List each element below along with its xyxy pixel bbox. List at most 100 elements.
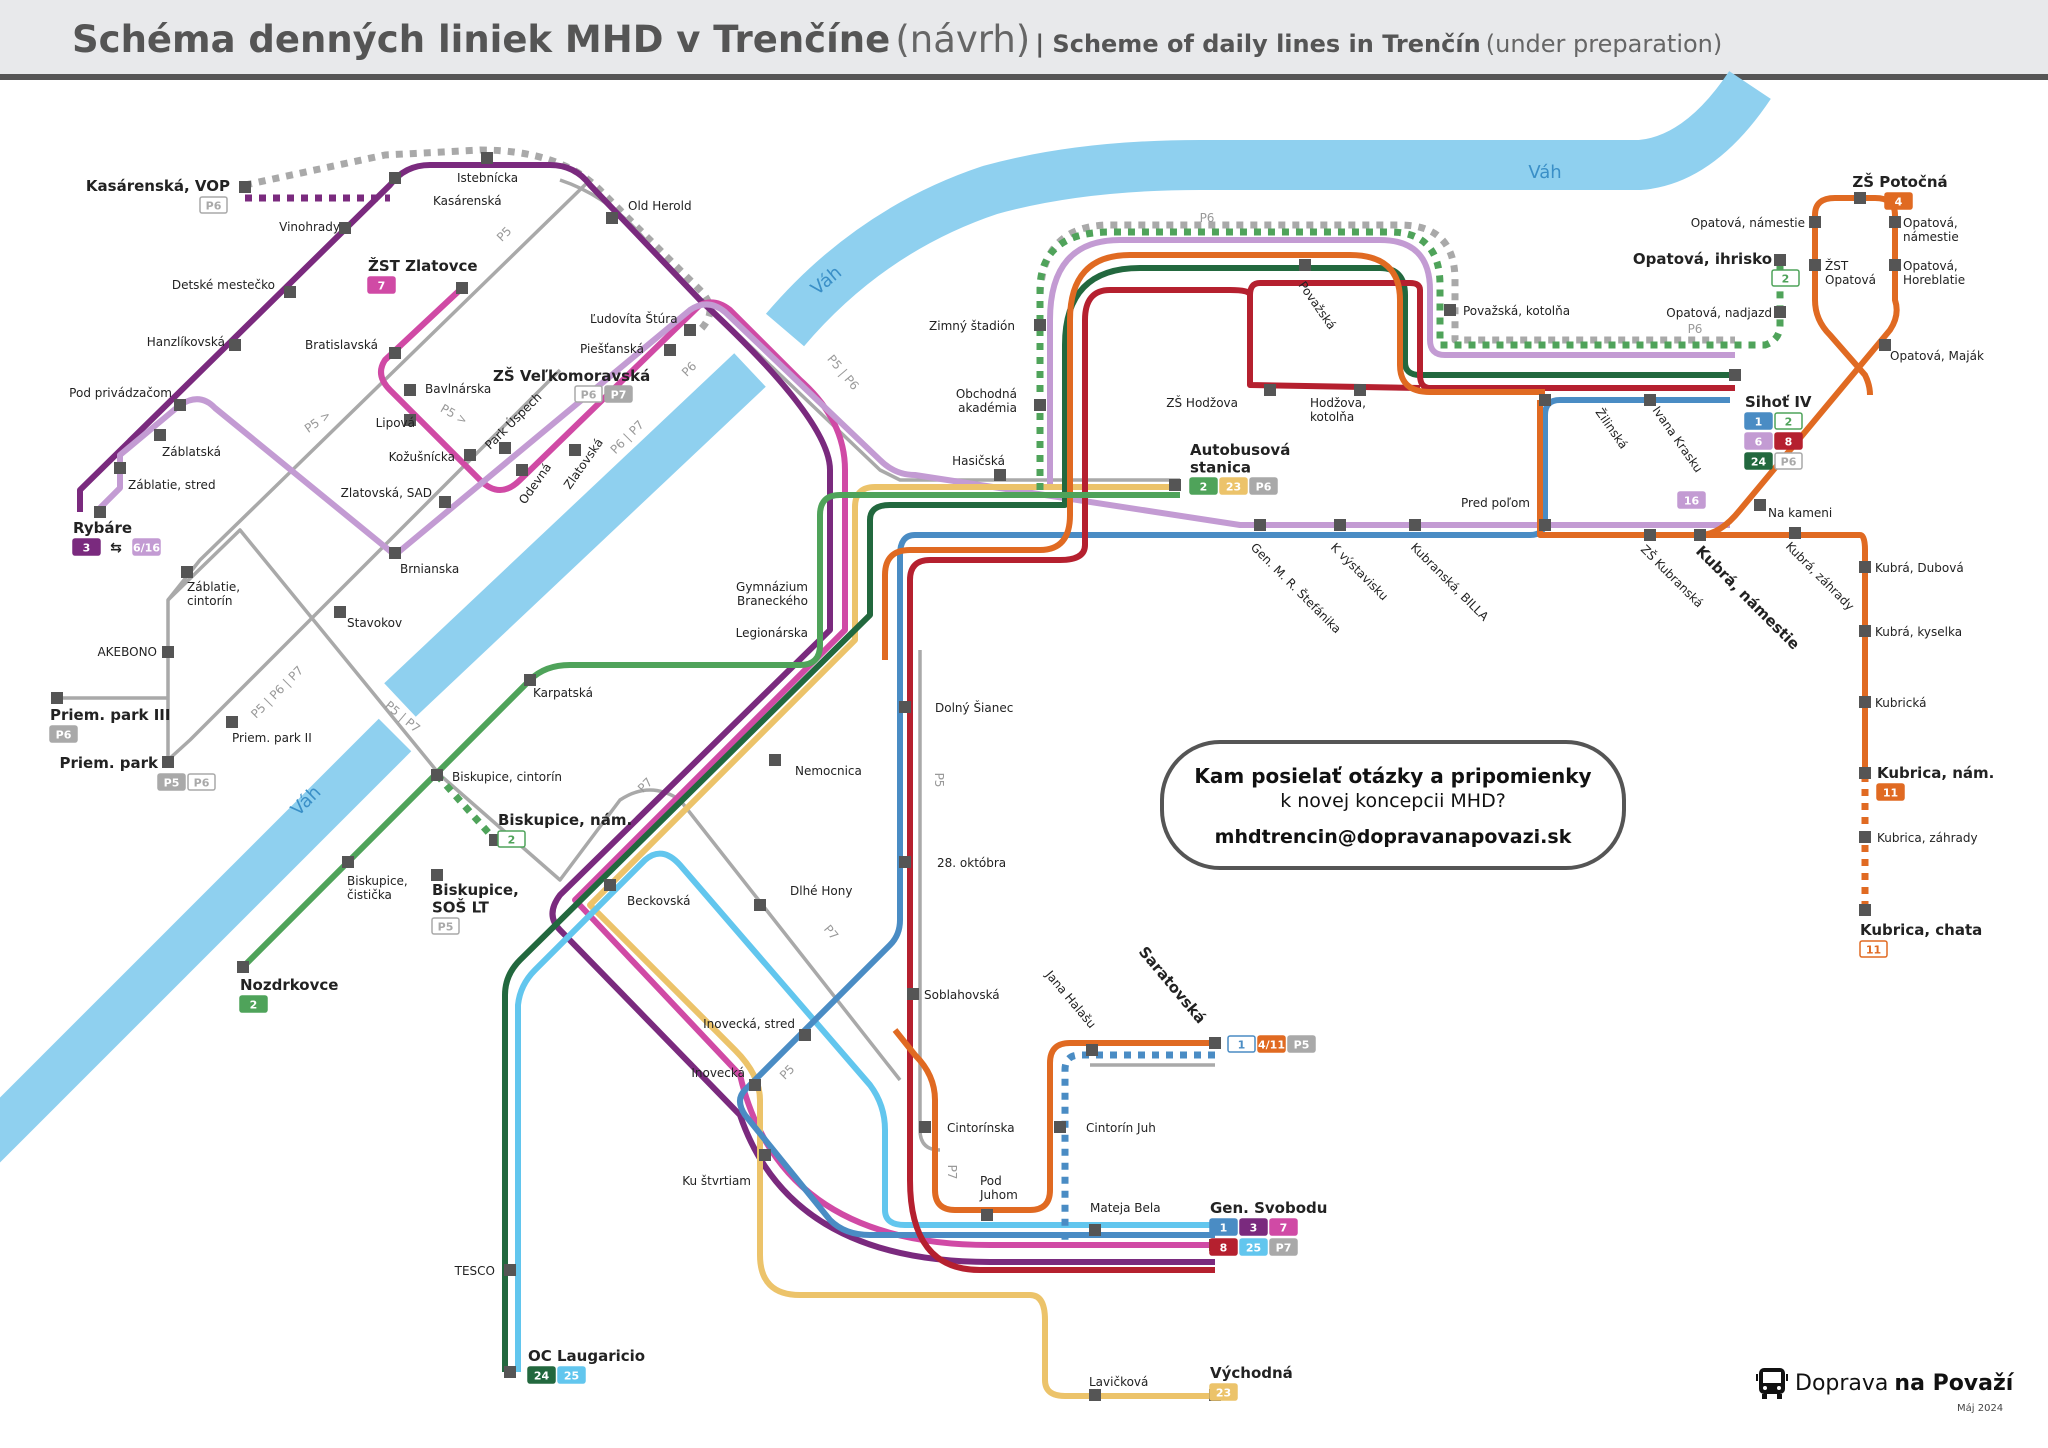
station[interactable]: Soblahovská: [907, 988, 1000, 1002]
station-stop-marker: [899, 856, 911, 868]
station[interactable]: Cintorín Juh: [1054, 1121, 1156, 1135]
station[interactable]: Biskupice, nám.2: [489, 811, 632, 848]
station[interactable]: Hasičská: [952, 454, 1006, 481]
station-label: Jana Halašu: [1042, 967, 1099, 1031]
station[interactable]: Priem. park II: [226, 716, 312, 745]
station[interactable]: Lipová: [376, 414, 416, 430]
station[interactable]: Opatová,námestie: [1889, 216, 1959, 244]
station[interactable]: Inovecká, stred: [703, 1017, 811, 1041]
station[interactable]: Kubrica, nám.11: [1859, 764, 1994, 801]
station-label: Kubrá, kyselka: [1875, 625, 1962, 639]
station[interactable]: AKEBONO: [97, 645, 174, 659]
station[interactable]: Old Herold: [606, 199, 692, 224]
station-stop-marker: [431, 869, 443, 881]
station[interactable]: Lavičková: [1089, 1375, 1148, 1401]
station[interactable]: Považská, kotolňa: [1444, 304, 1570, 318]
station-label: Cintorínska: [947, 1121, 1015, 1135]
station[interactable]: 28. októbra: [899, 856, 1006, 870]
station[interactable]: Kubrá, záhrady: [1783, 527, 1857, 613]
station[interactable]: ZŠ Kubranská: [1638, 529, 1707, 610]
station[interactable]: Ľudovíta Štúra: [590, 311, 696, 336]
station[interactable]: Legionárska: [736, 626, 808, 640]
station-label: Zimný štadión: [929, 319, 1015, 333]
station[interactable]: Zlatovská, SAD: [341, 486, 451, 508]
station[interactable]: Hanzlíkovská: [147, 335, 241, 351]
station[interactable]: Záblatská: [154, 429, 221, 459]
station[interactable]: Opatová,Horeblatie: [1889, 259, 1965, 287]
station[interactable]: Detské mestečko: [172, 278, 296, 298]
station[interactable]: Opatová, nadjazd: [1666, 306, 1786, 320]
station[interactable]: Brnianska: [389, 547, 459, 576]
station[interactable]: Dlhé Hony: [754, 884, 852, 911]
station[interactable]: Opatová, Maják: [1879, 339, 1984, 363]
line-badge-label: P6: [194, 777, 210, 790]
station[interactable]: Kasárenská: [389, 172, 502, 208]
station[interactable]: Bavlnárska: [404, 382, 491, 396]
station[interactable]: Nemocnica: [769, 754, 862, 778]
station[interactable]: Ivana Krasku: [1644, 394, 1705, 475]
line-badge-label: 7: [378, 280, 386, 293]
station[interactable]: Pred poľom: [1461, 496, 1551, 531]
station[interactable]: Istebnícka: [457, 152, 518, 185]
line-badge: [1771, 269, 1800, 287]
station[interactable]: Bratislavská: [305, 338, 401, 359]
station[interactable]: Kubrá, kyselka: [1859, 625, 1962, 639]
station[interactable]: Zimný štadión: [929, 319, 1046, 333]
line-badge: [1209, 1218, 1238, 1236]
station[interactable]: Mateja Bela: [1089, 1201, 1161, 1236]
station[interactable]: Stavokov: [334, 606, 402, 630]
station[interactable]: Beckovská: [604, 879, 691, 908]
station[interactable]: Inovecká: [691, 1066, 761, 1091]
station[interactable]: Biskupice, cintorín: [431, 769, 562, 784]
station[interactable]: Dolný Šianec: [899, 700, 1013, 715]
station[interactable]: Záblatie,cintorín: [181, 566, 240, 608]
station[interactable]: Ku štvrtiam: [682, 1149, 771, 1188]
line-badge-label: P6: [1781, 456, 1797, 469]
station[interactable]: Pod privádzačom: [69, 386, 186, 411]
station[interactable]: Kožušnícka: [389, 449, 476, 464]
feedback-email-link[interactable]: mhdtrencin@dopravanapovazi.sk: [1214, 826, 1572, 848]
station[interactable]: Piešťanská: [580, 342, 676, 356]
station-label: 28. októbra: [937, 856, 1006, 870]
station[interactable]: K výstavisku: [1328, 519, 1391, 603]
station[interactable]: Na kameni: [1754, 499, 1832, 520]
station[interactable]: Biskupice,čistička: [342, 856, 408, 902]
river-label: Váh: [1528, 162, 1561, 183]
station[interactable]: Opatová, námestie: [1691, 216, 1821, 230]
station[interactable]: Cintorínska: [919, 1121, 1015, 1135]
station[interactable]: Kubrická: [1859, 696, 1926, 710]
station[interactable]: Kubrica, záhrady: [1859, 831, 1978, 845]
station[interactable]: Kubrá, Dubová: [1859, 561, 1964, 575]
station[interactable]: Záblatie, stred: [114, 462, 216, 492]
line-badge-label: 2: [1785, 416, 1793, 429]
station[interactable]: Park Úspech: [482, 389, 545, 454]
station[interactable]: ZŠ Hodžova: [1166, 384, 1276, 410]
line-badge: [1744, 432, 1773, 450]
station[interactable]: TESCO: [454, 1264, 516, 1278]
station[interactable]: Hodžova,kotolňa: [1310, 384, 1366, 424]
station[interactable]: Karpatská: [524, 674, 593, 700]
station[interactable]: Vinohrady: [279, 220, 351, 234]
